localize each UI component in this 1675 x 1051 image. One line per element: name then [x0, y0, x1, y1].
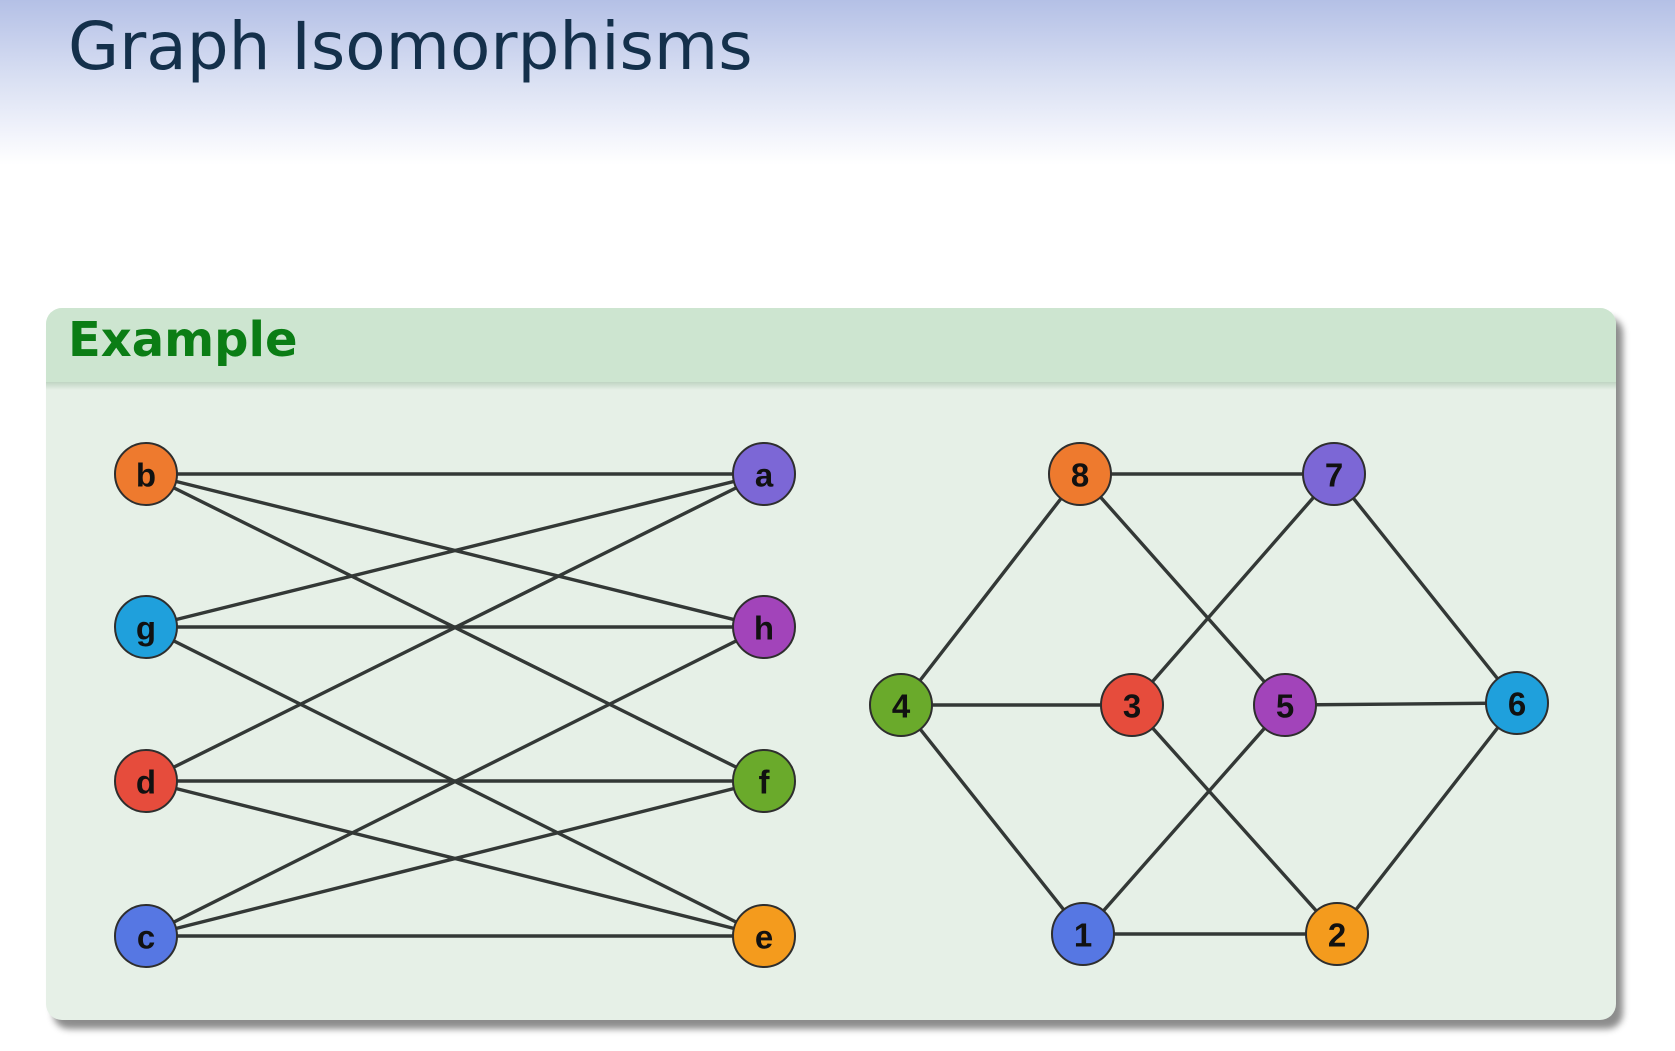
edge-c-h — [144, 625, 766, 938]
node-b: b — [114, 442, 178, 506]
node-5: 5 — [1253, 673, 1317, 737]
node-label-6: 6 — [1508, 686, 1526, 723]
node-label-g: g — [136, 610, 156, 647]
node-a: a — [732, 442, 796, 506]
node-label-c: c — [137, 919, 155, 956]
edge-7-3 — [1130, 472, 1336, 707]
node-label-5: 5 — [1276, 688, 1294, 725]
edges-layer — [144, 472, 1519, 938]
node-g: g — [114, 595, 178, 659]
node-circle-a — [732, 442, 796, 506]
node-circle-f — [732, 749, 796, 813]
node-label-h: h — [754, 610, 774, 647]
node-label-f: f — [759, 764, 771, 801]
edge-8-5 — [1078, 472, 1287, 707]
example-block-header: Example — [46, 308, 1616, 390]
edge-g-a — [144, 472, 766, 629]
node-circle-2 — [1305, 902, 1369, 966]
node-4: 4 — [869, 673, 933, 737]
title-bar: Graph Isomorphisms — [0, 0, 1675, 165]
edge-c-f — [144, 779, 766, 938]
node-circle-e — [732, 904, 796, 968]
node-circle-h — [732, 595, 796, 659]
node-8: 8 — [1048, 442, 1112, 506]
node-label-8: 8 — [1071, 457, 1089, 494]
edge-8-4 — [899, 472, 1082, 707]
edge-4-1 — [899, 703, 1085, 936]
node-circle-8 — [1048, 442, 1112, 506]
node-f: f — [732, 749, 796, 813]
edge-5-6 — [1283, 701, 1519, 707]
node-c: c — [114, 904, 178, 968]
node-circle-7 — [1302, 442, 1366, 506]
example-block: Example b g d c a h f e 8 7 4 3 5 6 1 2 — [46, 308, 1616, 1020]
node-circle-c — [114, 904, 178, 968]
node-2: 2 — [1305, 902, 1369, 966]
node-label-4: 4 — [892, 688, 911, 725]
edge-6-2 — [1335, 701, 1519, 936]
node-circle-d — [114, 749, 178, 813]
node-label-e: e — [755, 919, 773, 956]
slide-title: Graph Isomorphisms — [68, 8, 753, 85]
node-circle-4 — [869, 673, 933, 737]
node-circle-5 — [1253, 673, 1317, 737]
node-circle-g — [114, 595, 178, 659]
node-label-3: 3 — [1123, 688, 1141, 725]
node-h: h — [732, 595, 796, 659]
edge-5-1 — [1081, 703, 1287, 936]
node-label-7: 7 — [1325, 457, 1343, 494]
node-6: 6 — [1485, 671, 1549, 735]
node-3: 3 — [1100, 673, 1164, 737]
nodes-layer: b g d c a h f e 8 7 4 3 5 6 1 2 — [114, 442, 1549, 968]
node-label-a: a — [755, 457, 774, 494]
node-circle-3 — [1100, 673, 1164, 737]
node-label-1: 1 — [1074, 917, 1092, 954]
graph-diagrams: b g d c a h f e 8 7 4 3 5 6 1 2 — [114, 442, 1549, 968]
node-d: d — [114, 749, 178, 813]
node-e: e — [732, 904, 796, 968]
node-circle-6 — [1485, 671, 1549, 735]
node-1: 1 — [1051, 902, 1115, 966]
node-circle-1 — [1051, 902, 1115, 966]
node-7: 7 — [1302, 442, 1366, 506]
edge-d-a — [144, 472, 766, 783]
node-label-b: b — [136, 457, 156, 494]
edge-7-6 — [1332, 472, 1519, 705]
node-label-2: 2 — [1328, 917, 1346, 954]
node-circle-b — [114, 442, 178, 506]
edge-3-2 — [1130, 703, 1339, 936]
node-label-d: d — [136, 764, 156, 801]
example-block-title: Example — [68, 312, 298, 368]
